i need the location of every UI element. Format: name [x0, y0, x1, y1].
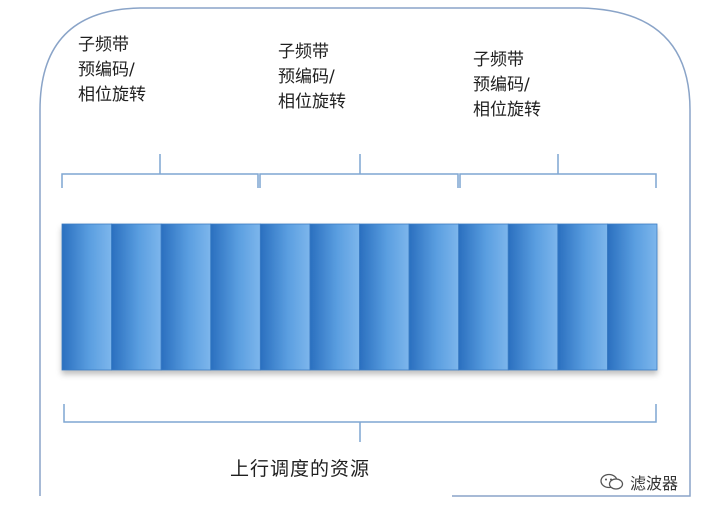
subband-label-1-line3: 相位旋转 — [278, 92, 346, 112]
resource-block — [359, 223, 410, 371]
bottom-brace — [63, 404, 657, 442]
subband-label-0-line3: 相位旋转 — [78, 85, 146, 105]
outer-frame — [39, 7, 691, 497]
subband-label-2-line3: 相位旋转 — [473, 100, 541, 120]
subband-label-1-line1: 子频带 — [278, 42, 329, 62]
resource-block — [507, 223, 559, 371]
resource-block — [557, 223, 608, 371]
subband-label-1-line2: 预编码/ — [278, 67, 335, 87]
wechat-icon — [600, 473, 624, 490]
watermark: 滤波器 — [600, 470, 678, 494]
resource-block — [111, 223, 162, 371]
resource-block — [210, 223, 261, 371]
subband-brace-0 — [61, 154, 259, 188]
watermark-text: 滤波器 — [630, 474, 679, 493]
subband-brace-2 — [459, 154, 657, 188]
resource-block — [607, 223, 658, 371]
resource-block — [408, 223, 460, 371]
resource-block — [61, 223, 112, 371]
resource-blocks — [61, 223, 658, 371]
subband-label-2: 子频带 预编码/ 相位旋转 — [473, 48, 541, 123]
subband-label-0-line2: 预编码/ — [78, 60, 135, 80]
uplink-resource-caption: 上行调度的资源 — [230, 458, 371, 480]
resource-block — [458, 223, 509, 371]
subband-label-0-line1: 子频带 — [78, 35, 129, 55]
subband-brace-1 — [259, 154, 459, 188]
subband-label-2-line2: 预编码/ — [473, 75, 530, 95]
subband-label-2-line1: 子频带 — [473, 50, 524, 70]
subband-label-0: 子频带 预编码/ 相位旋转 — [78, 33, 146, 108]
subband-label-1: 子频带 预编码/ 相位旋转 — [278, 40, 346, 115]
resource-block — [309, 223, 360, 371]
resource-block — [160, 223, 212, 371]
resource-block — [259, 223, 311, 371]
